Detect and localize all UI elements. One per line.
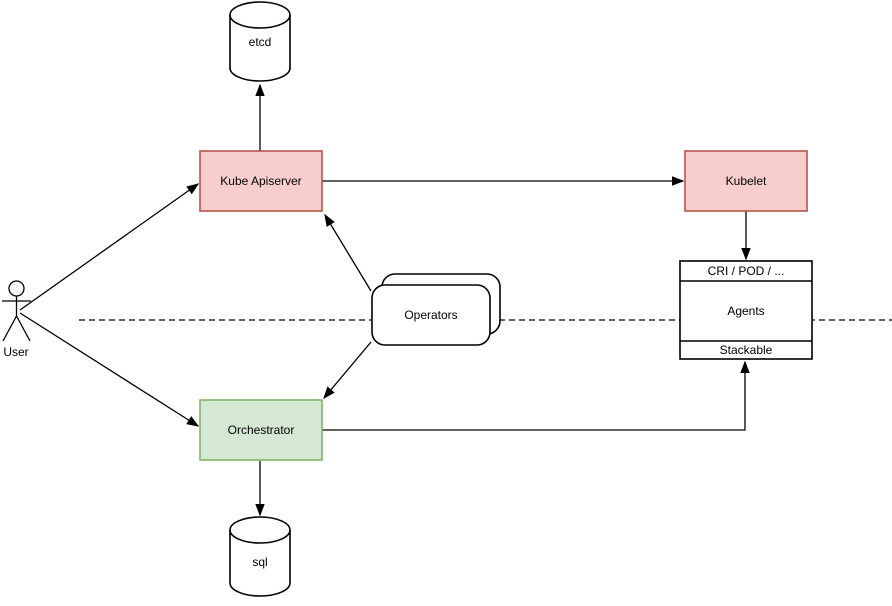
edge-operators-to-apiserver bbox=[324, 213, 372, 292]
kube-apiserver-label: Kube Apiserver bbox=[220, 174, 301, 188]
user-actor-right-leg bbox=[15, 315, 31, 342]
sql-label: sql bbox=[252, 555, 267, 569]
node-etcd[interactable]: etcd bbox=[229, 1, 291, 82]
etcd-cylinder-lid bbox=[229, 14, 291, 29]
user-actor-head bbox=[8, 280, 25, 297]
sql-cylinder-lid bbox=[229, 529, 291, 544]
agents-middle-label: Agents bbox=[727, 304, 764, 318]
agents-bottom-label: Stackable bbox=[720, 343, 773, 357]
orchestrator-box[interactable] bbox=[199, 399, 323, 461]
node-orchestrator[interactable]: Orchestrator bbox=[199, 399, 323, 461]
node-user-actor[interactable]: User bbox=[2, 280, 31, 359]
user-label: User bbox=[3, 345, 28, 359]
user-actor-left-leg bbox=[2, 315, 18, 342]
edge-user-to-apiserver bbox=[19, 183, 200, 311]
sql-cylinder-shape[interactable] bbox=[229, 516, 291, 597]
kubelet-label: Kubelet bbox=[726, 174, 767, 188]
agents-top-label: CRI / POD / ... bbox=[708, 264, 785, 278]
kube-apiserver-box[interactable] bbox=[199, 150, 323, 212]
node-kube-apiserver[interactable]: Kube Apiserver bbox=[199, 150, 323, 212]
edge-operators-to-orchestrator bbox=[323, 341, 372, 400]
edges bbox=[19, 83, 751, 517]
etcd-label: etcd bbox=[249, 35, 272, 49]
edge-orchestrator-to-stackable bbox=[322, 360, 750, 431]
node-operators[interactable]: Operators bbox=[371, 273, 501, 346]
orchestrator-label: Orchestrator bbox=[228, 423, 295, 437]
kubelet-box[interactable] bbox=[684, 150, 808, 212]
node-kubelet[interactable]: Kubelet bbox=[684, 150, 808, 212]
etcd-cylinder-shape[interactable] bbox=[229, 1, 291, 82]
agents-box[interactable] bbox=[679, 260, 813, 360]
operators-label: Operators bbox=[404, 308, 457, 322]
operators-front-card[interactable] bbox=[371, 284, 491, 346]
node-agents[interactable]: CRI / POD / ... Agents Stackable bbox=[679, 260, 813, 360]
node-sql[interactable]: sql bbox=[229, 516, 291, 597]
edge-user-to-orchestrator bbox=[19, 312, 200, 427]
